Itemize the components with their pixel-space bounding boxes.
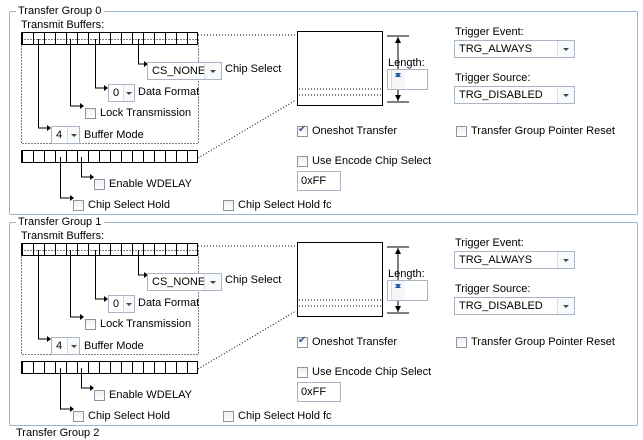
encode-chip-select-input[interactable]: 0xFF	[297, 171, 341, 191]
trigger-event-dropdown[interactable]: TRG_ALWAYS	[454, 251, 575, 269]
chip-select-hold-label: Chip Select Hold	[88, 199, 170, 211]
transmit-buffers-label: Transmit Buffers:	[21, 230, 105, 242]
lock-transmission-label: Lock Transmission	[100, 107, 192, 119]
chevron-down-icon	[204, 274, 221, 290]
buffer-mode-value: 4	[56, 129, 63, 141]
transfer-group-pointer-reset-checkbox[interactable]	[456, 337, 467, 348]
trigger-event-dropdown[interactable]: TRG_ALWAYS	[454, 40, 575, 58]
trigger-event-value: TRG_ALWAYS	[459, 43, 533, 55]
oneshot-transfer-label: Oneshot Transfer	[312, 125, 397, 137]
chip-select-hold-fc-checkbox[interactable]	[223, 411, 234, 422]
chip-select-dropdown[interactable]: CS_NONE	[147, 273, 222, 291]
encode-chip-select-value: 0xFF	[301, 175, 327, 187]
buffer-mode-label: Buffer Mode	[84, 129, 144, 141]
chip-select-value: CS_NONE	[152, 65, 206, 77]
chip-select-label: Chip Select	[225, 274, 282, 286]
data-format-dropdown[interactable]: 0	[108, 84, 135, 102]
chip-select-hold-checkbox[interactable]	[73, 200, 84, 211]
use-encode-chip-select-label: Use Encode Chip Select	[312, 366, 432, 378]
chip-select-hold-fc-label: Chip Select Hold fc	[238, 410, 332, 422]
group-frame	[9, 11, 638, 215]
trigger-source-label: Trigger Source:	[455, 283, 531, 295]
data-format-dropdown[interactable]: 0	[108, 295, 135, 313]
chip-select-hold-fc-checkbox[interactable]	[223, 200, 234, 211]
group-title: Transfer Group 1	[16, 216, 105, 228]
group-frame	[9, 222, 638, 426]
group-title: Transfer Group 0	[16, 5, 105, 17]
length-label: Length:	[388, 268, 425, 280]
chevron-down-icon	[557, 298, 574, 314]
transmit-buffer-bar-bottom[interactable]	[21, 150, 198, 163]
chevron-down-icon	[204, 63, 221, 79]
chip-select-label: Chip Select	[225, 63, 282, 75]
transfer-group-pointer-reset-label: Transfer Group Pointer Reset	[471, 125, 615, 137]
buffer-mode-label: Buffer Mode	[84, 340, 144, 352]
trigger-source-dropdown[interactable]: TRG_DISABLED	[454, 297, 575, 315]
lock-transmission-label: Lock Transmission	[100, 318, 192, 330]
chip-select-hold-label: Chip Select Hold	[88, 410, 170, 422]
data-format-label: Data Format	[138, 86, 200, 98]
spin-down-icon[interactable]	[395, 284, 401, 288]
chevron-down-icon	[123, 296, 134, 312]
trigger-source-label: Trigger Source:	[455, 72, 531, 84]
transmit-buffer-bar-top[interactable]	[21, 243, 198, 256]
trigger-event-label: Trigger Event:	[455, 26, 524, 38]
length-spinner[interactable]: 8	[387, 280, 428, 301]
encode-chip-select-value: 0xFF	[301, 386, 327, 398]
transfer-group-pointer-reset-checkbox[interactable]	[456, 126, 467, 137]
trigger-source-value: TRG_DISABLED	[459, 300, 543, 312]
use-encode-chip-select-checkbox[interactable]	[297, 156, 308, 167]
trigger-event-value: TRG_ALWAYS	[459, 254, 533, 266]
chip-select-hold-fc-label: Chip Select Hold fc	[238, 199, 332, 211]
transmit-buffers-label: Transmit Buffers:	[21, 19, 105, 31]
transfer-group: Transfer Group 0 Transmit Buffers:	[0, 5, 643, 216]
transmit-buffer-bar-bottom[interactable]	[21, 361, 198, 374]
use-encode-chip-select-label: Use Encode Chip Select	[312, 155, 432, 167]
trigger-source-value: TRG_DISABLED	[459, 89, 543, 101]
spin-down-icon[interactable]	[395, 73, 401, 77]
chip-select-hold-checkbox[interactable]	[73, 411, 84, 422]
transmit-buffer-bar-top[interactable]	[21, 32, 198, 45]
buffer-connector-lines	[21, 242, 409, 412]
buffer-mode-dropdown[interactable]: 4	[51, 126, 80, 144]
chevron-down-icon	[67, 127, 79, 143]
enable-wdelay-checkbox[interactable]	[94, 390, 105, 401]
encode-chip-select-input[interactable]: 0xFF	[297, 382, 341, 402]
transfer-group-pointer-reset-label: Transfer Group Pointer Reset	[471, 336, 615, 348]
chevron-down-icon	[123, 85, 134, 101]
chevron-down-icon	[67, 338, 79, 354]
trigger-source-dropdown[interactable]: TRG_DISABLED	[454, 86, 575, 104]
transfer-group: Transfer Group 1 Transmit Buffers:	[0, 216, 643, 427]
data-format-label: Data Format	[138, 297, 200, 309]
length-spinner[interactable]: 1	[387, 69, 428, 90]
oneshot-transfer-label: Oneshot Transfer	[312, 336, 397, 348]
chip-select-dropdown[interactable]: CS_NONE	[147, 62, 222, 80]
oneshot-transfer-checkbox[interactable]	[297, 124, 308, 137]
chip-select-value: CS_NONE	[152, 276, 206, 288]
enable-wdelay-label: Enable WDELAY	[109, 178, 192, 190]
enable-wdelay-label: Enable WDELAY	[109, 389, 192, 401]
use-encode-chip-select-checkbox[interactable]	[297, 367, 308, 378]
chevron-down-icon	[557, 41, 574, 57]
enable-wdelay-checkbox[interactable]	[94, 179, 105, 190]
lock-transmission-checkbox[interactable]	[85, 108, 96, 119]
buffer-mode-dropdown[interactable]: 4	[51, 337, 80, 355]
trigger-event-label: Trigger Event:	[455, 237, 524, 249]
data-format-value: 0	[113, 87, 120, 99]
buffer-mode-value: 4	[56, 340, 63, 352]
oneshot-transfer-checkbox[interactable]	[297, 335, 308, 348]
chevron-down-icon	[557, 252, 574, 268]
length-label: Length:	[388, 57, 425, 69]
lock-transmission-checkbox[interactable]	[85, 319, 96, 330]
chevron-down-icon	[557, 87, 574, 103]
data-format-value: 0	[113, 298, 120, 310]
buffer-connector-lines	[21, 31, 409, 201]
